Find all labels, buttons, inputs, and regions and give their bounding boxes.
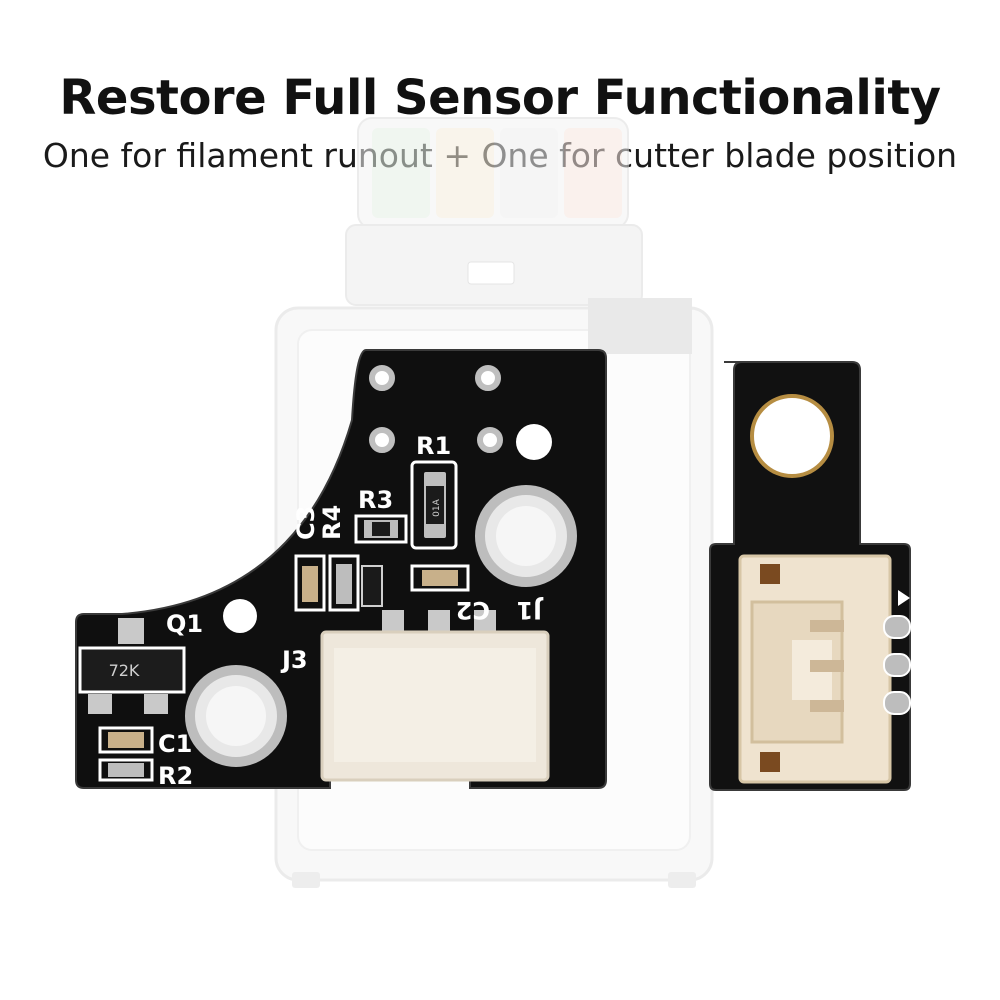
label-c1: C1: [158, 730, 192, 758]
label-c2: C2: [456, 596, 490, 624]
mounting-hole: [750, 394, 834, 478]
small-hole: [477, 427, 503, 453]
label-q1: Q1: [166, 610, 203, 638]
small-hole: [475, 365, 501, 391]
runout-sensor-board: 01A 72K R1: [75, 349, 607, 790]
label-r2: R2: [158, 762, 193, 790]
small-hole: [369, 427, 395, 453]
chip-marking: 72K: [109, 661, 140, 680]
cutter-position-board: [709, 361, 911, 791]
page-title: Restore Full Sensor Functionality: [59, 70, 941, 126]
j3-connector: [320, 610, 550, 782]
small-hole: [369, 365, 395, 391]
label-r4: R4: [318, 505, 346, 540]
label-c3: C3: [292, 506, 320, 540]
label-r3: R3: [358, 486, 393, 514]
pin-marker: [898, 590, 910, 606]
hole: [516, 424, 552, 460]
label-j3: J3: [280, 646, 308, 674]
resistor-marking: 01A: [432, 498, 442, 516]
label-j1: J1: [516, 596, 544, 624]
hole: [223, 599, 257, 633]
label-r1: R1: [416, 432, 451, 460]
